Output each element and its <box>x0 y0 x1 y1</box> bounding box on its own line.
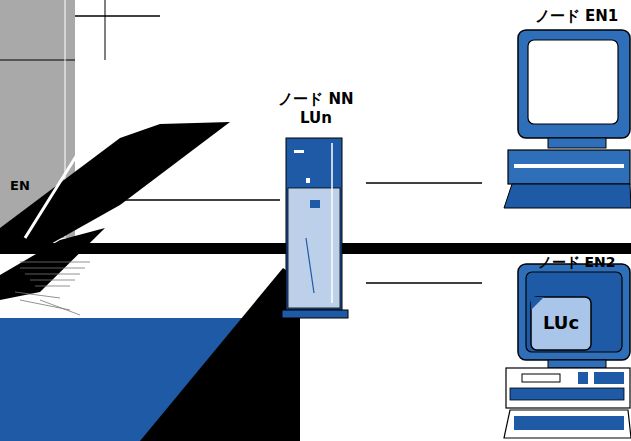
node-label: LUc <box>530 313 592 333</box>
node-artwork <box>482 4 631 210</box>
network-node: ノード NN LUn <box>266 88 366 320</box>
black-wedge <box>140 268 300 441</box>
node-label: LUn <box>266 110 366 127</box>
node-label: ノード NN <box>266 91 366 108</box>
network-node: ノード EN1 <box>482 4 631 210</box>
rule-line <box>110 199 280 201</box>
node-label: ノード EN1 <box>522 8 631 25</box>
hatch-lines <box>15 262 90 315</box>
white-stroke <box>25 126 95 238</box>
rule-line <box>75 15 160 17</box>
fragment-label: EN <box>10 178 30 193</box>
network-link <box>366 282 482 284</box>
network-node: LUc <box>530 296 592 351</box>
network-link <box>366 182 482 184</box>
black-wedge <box>0 228 105 300</box>
rule-line <box>0 60 75 61</box>
black-wedge <box>0 122 230 252</box>
network-node: ノード EN2LUc <box>482 238 631 441</box>
node-label: ノード EN2 <box>522 255 631 270</box>
rule-line <box>105 0 106 60</box>
